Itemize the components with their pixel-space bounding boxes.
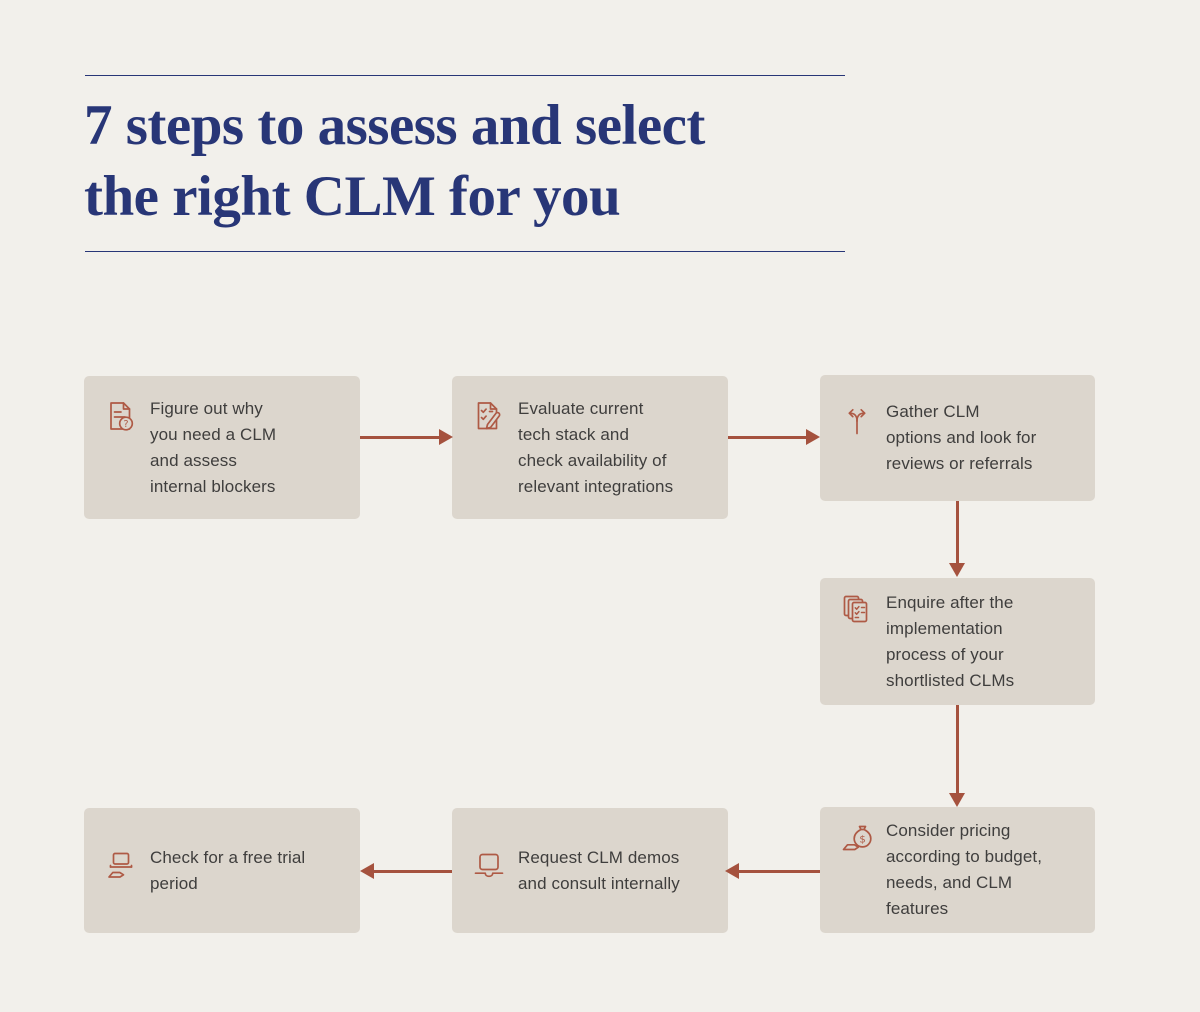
document-question-icon: ? (101, 397, 141, 437)
arrow-step6-step7-line (373, 870, 452, 873)
arrow-step2-step3-head (806, 429, 820, 445)
arrow-step5-step6-head (725, 863, 739, 879)
arrow-step5-step6-line (738, 870, 820, 873)
arrow-step1-step2-head (439, 429, 453, 445)
svg-text:$: $ (859, 835, 865, 846)
arrow-step3-step4-head (949, 563, 965, 577)
title-bottom-rule (85, 251, 845, 252)
money-bag-hand-icon: $ (837, 819, 877, 859)
checklist-pencil-icon (469, 397, 509, 437)
laptop-icon (469, 846, 509, 886)
arrow-step1-step2-line (360, 436, 440, 439)
arrow-step6-step7-head (360, 863, 374, 879)
arrow-step4-step5-head (949, 793, 965, 807)
device-hand-icon (101, 846, 141, 886)
svg-text:?: ? (123, 419, 128, 430)
title-top-rule (85, 75, 845, 76)
arrow-step3-step4-line (956, 501, 959, 564)
split-arrows-icon (837, 400, 877, 440)
stacked-checklists-icon (837, 591, 877, 631)
arrow-step2-step3-line (728, 436, 807, 439)
arrow-step4-step5-line (956, 705, 959, 794)
